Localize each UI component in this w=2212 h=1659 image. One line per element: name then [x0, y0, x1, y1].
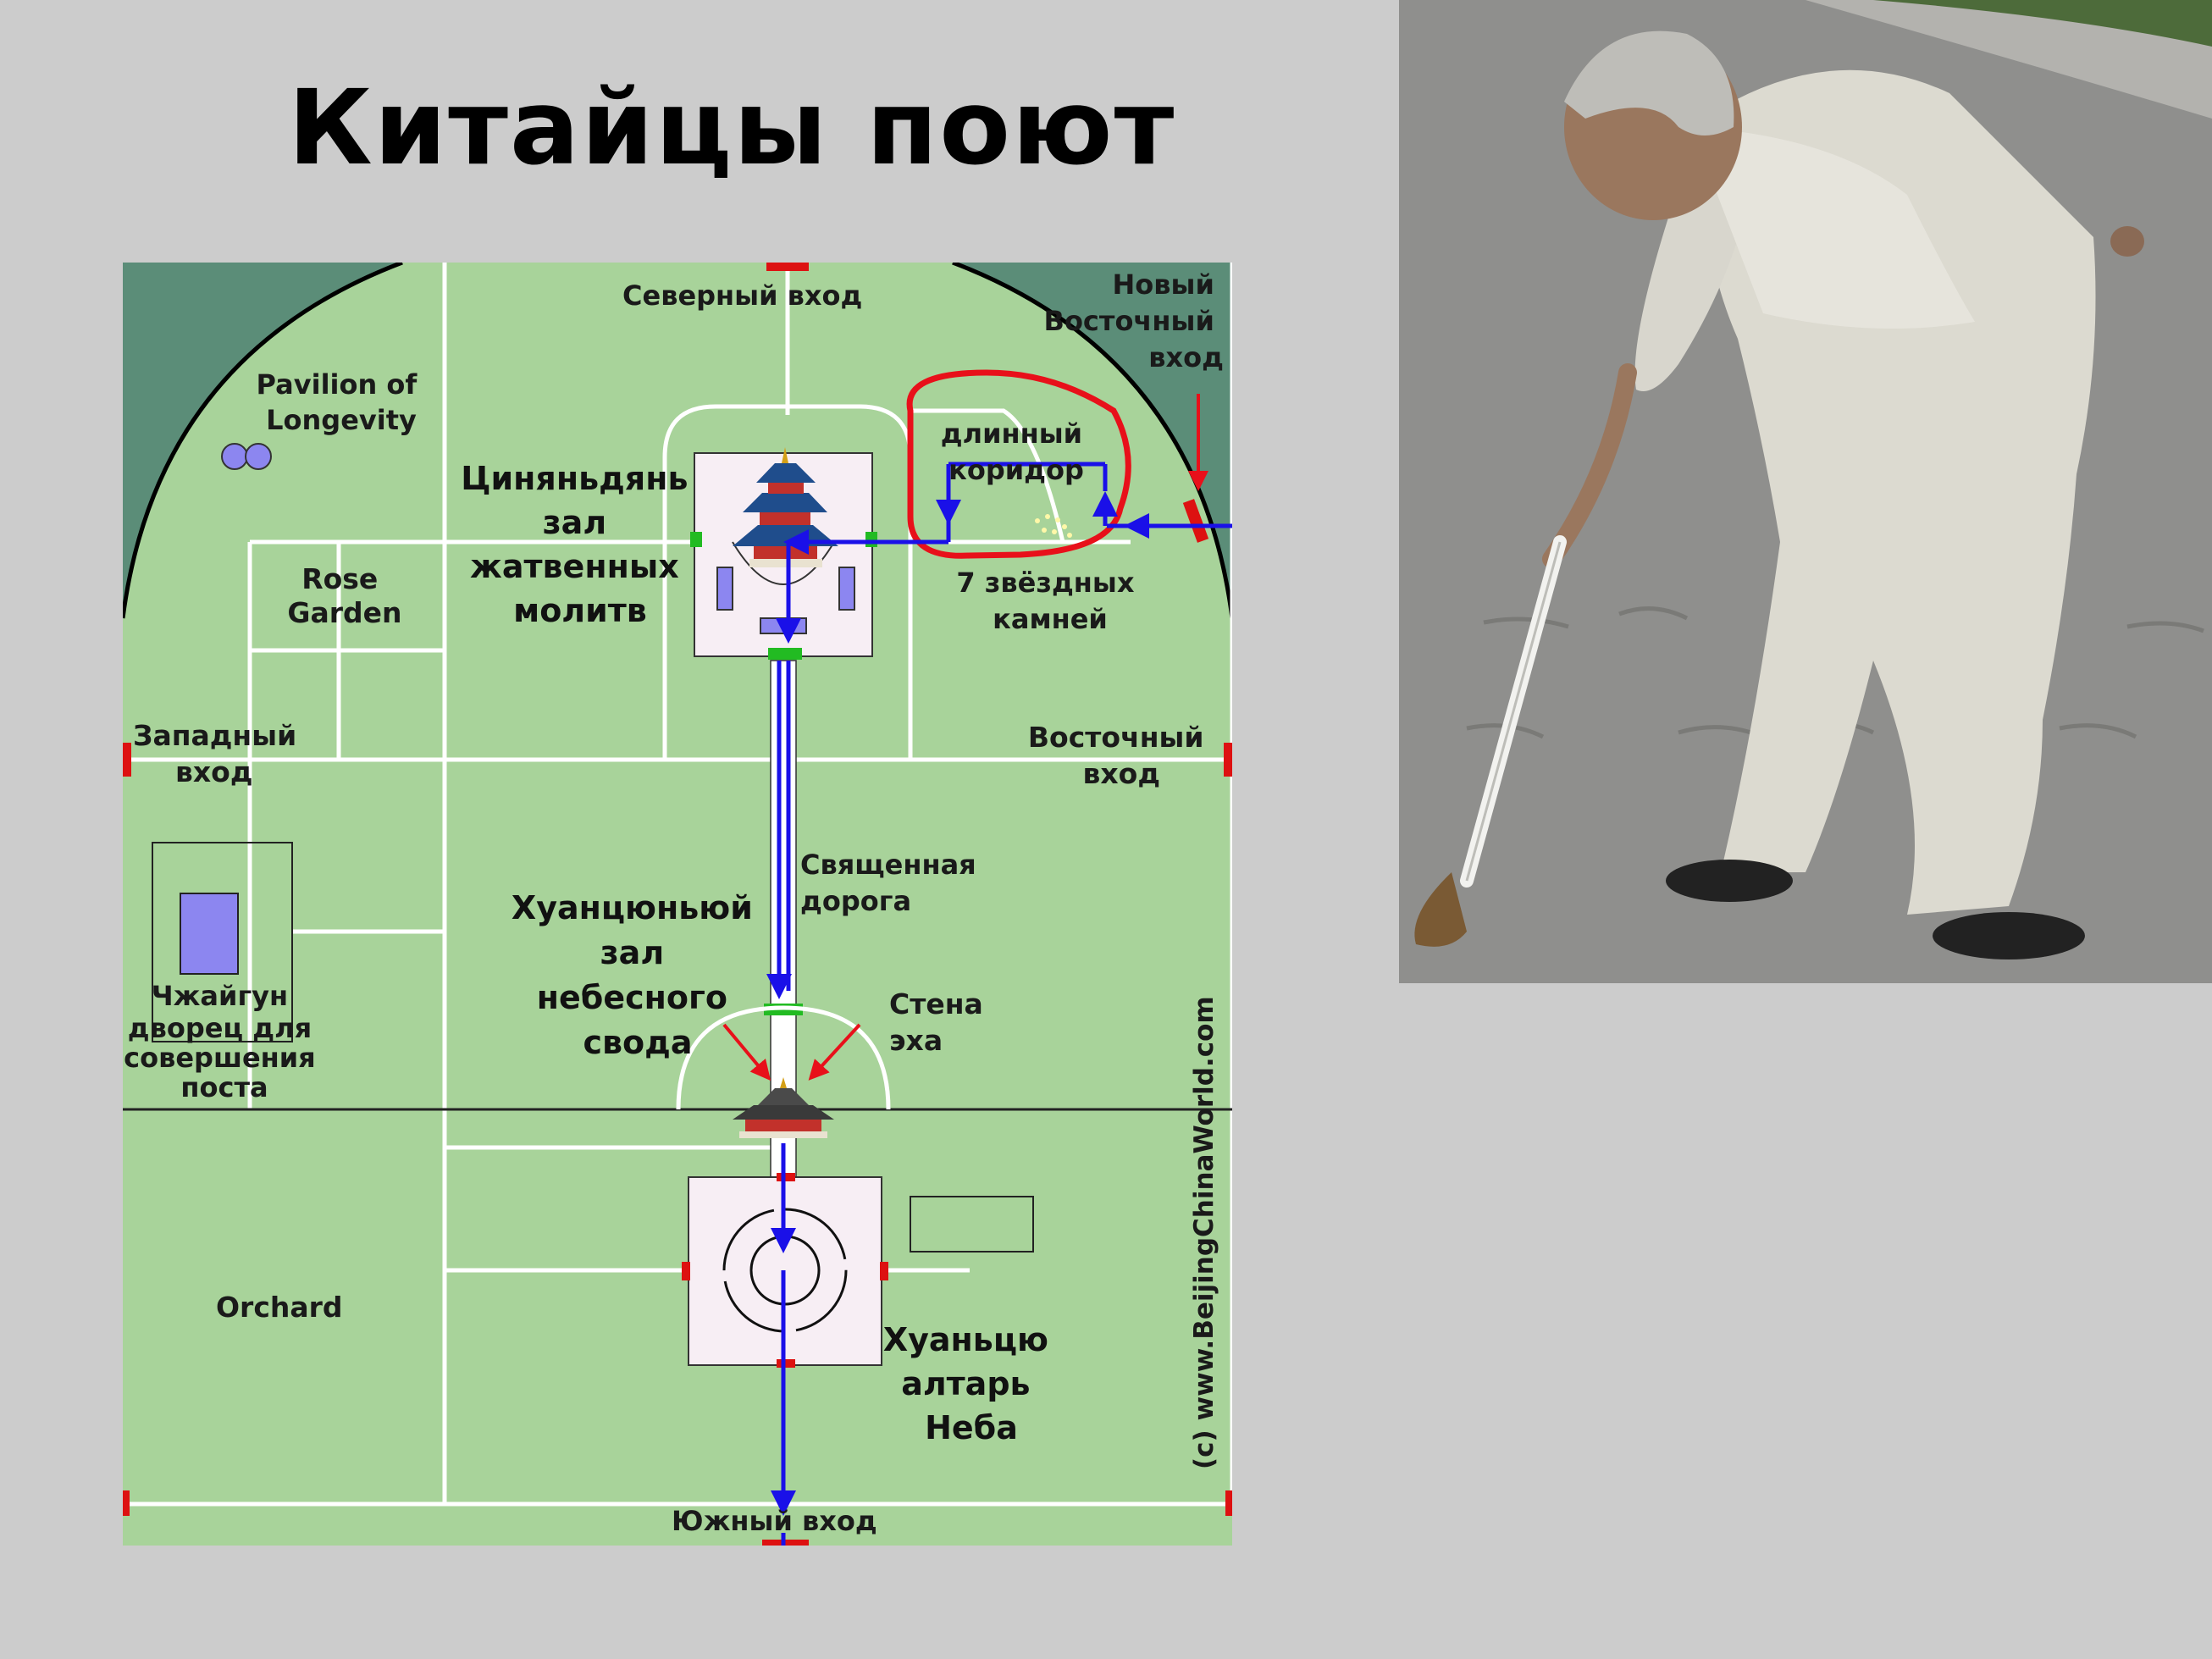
- vault-hall-icon: [733, 1077, 834, 1138]
- north-gate-label: Северный вход: [622, 279, 862, 312]
- echo-wall-label: Стена эха: [889, 987, 993, 1057]
- slide-title: Китайцы поют: [288, 68, 1176, 188]
- corridor-label: длинный коридор: [941, 418, 1092, 486]
- fasting-palace-building: [180, 893, 239, 975]
- south-gate-label: Южный вход: [672, 1505, 877, 1537]
- temple-of-heaven-map: Северный вход Новый Восточный вход Pavil…: [123, 263, 1232, 1546]
- orchard-label: Orchard: [216, 1291, 343, 1324]
- altar-annex: [910, 1196, 1034, 1253]
- echo-wall: [676, 1005, 891, 1110]
- seven-stones-label: 7 звёздных камней: [956, 567, 1143, 635]
- gate-hall: [760, 617, 807, 634]
- north-wall-east: [952, 263, 1232, 619]
- hall-prayer-label: Циняньдянь зал жатвенных молитв: [461, 460, 699, 629]
- sacred-road-label: Священная дорога: [800, 849, 986, 917]
- fasting-palace-compound: [152, 842, 293, 1042]
- pavilion-icon-2: [245, 443, 272, 470]
- pavilion-icon: [221, 443, 248, 470]
- west-gate-label: Западный вход: [133, 719, 307, 788]
- echo-wall-arrow: [808, 1023, 861, 1081]
- corridor-highlight: [906, 369, 1131, 559]
- side-hall-west: [716, 567, 733, 611]
- blue-route: [766, 462, 1232, 1546]
- green-marker-s: [768, 648, 802, 660]
- fasting-palace-label: Чжайгун дворец для совершения поста: [124, 980, 325, 1103]
- green-marker-w: [690, 532, 702, 547]
- north-wall-west: [123, 263, 403, 619]
- vault-hall-label: Хуанцюньюй зал небесного свода: [512, 889, 764, 1061]
- altar-label: Хуаньцю алтарь Неба: [883, 1321, 1059, 1446]
- side-hall-east: [838, 567, 855, 611]
- pavilion-label: Pavilion of Longevity: [257, 368, 427, 436]
- map-background: [123, 263, 1232, 1546]
- old-man-calligraphy-photo: [1399, 0, 2212, 983]
- map-corner-nw: [123, 263, 402, 618]
- copyright-label: (c) www.BeijingChinaWorld.com: [1189, 996, 1219, 1469]
- new-east-gate-label: Новый Восточный вход: [1044, 268, 1224, 373]
- green-marker-e: [865, 532, 877, 547]
- seven-stars-dots: [1035, 514, 1072, 538]
- east-gate-label: Восточный вход: [1028, 721, 1214, 790]
- rose-garden-label: Rose Garden: [287, 562, 401, 629]
- map-corner-ne: [953, 263, 1232, 618]
- vault-hall-arrow: [722, 1023, 771, 1081]
